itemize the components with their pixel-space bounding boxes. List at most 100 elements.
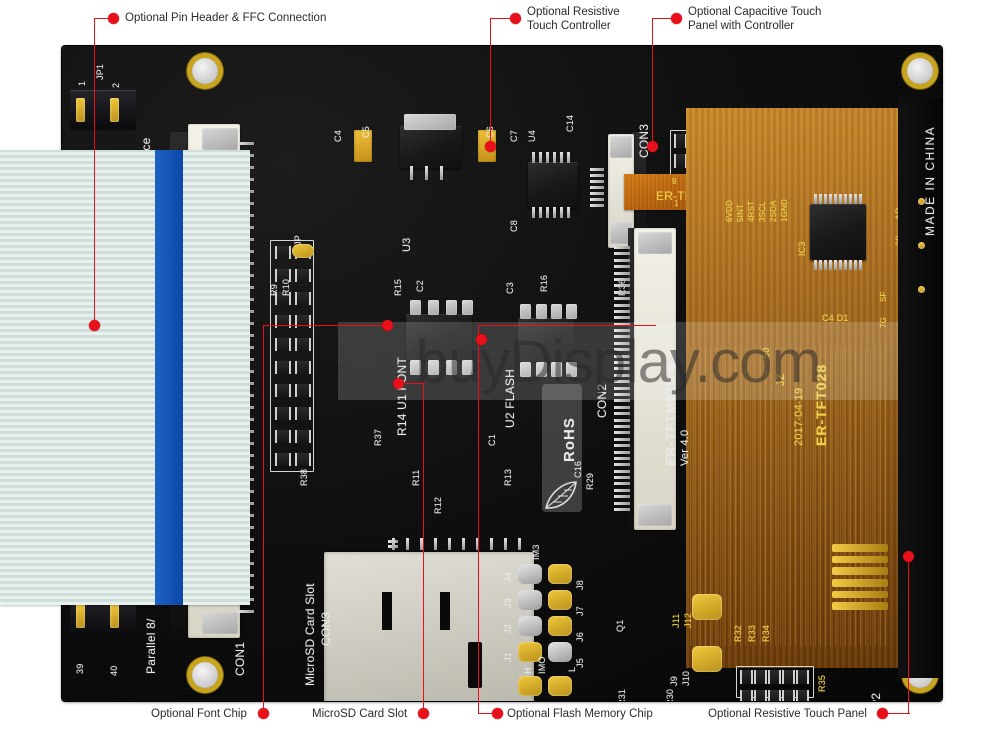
silk-c1: C1 — [487, 434, 497, 446]
u2-pad-5 — [520, 362, 531, 377]
pad-j8[interactable] — [548, 642, 572, 662]
callout-dot-flash-memory-label — [492, 708, 503, 719]
silk-c2: C2 — [415, 280, 425, 292]
silk-r12: R12 — [433, 496, 443, 514]
silk-j5: J5 — [575, 658, 585, 668]
pad-j3[interactable] — [518, 616, 542, 636]
silk-r11: R11 — [411, 469, 421, 486]
callout-label-capacitive-touch-panel-line1: Optional Capacitive Touch — [688, 6, 822, 18]
silk-c8: C8 — [509, 220, 519, 232]
silk-j12: J12 — [683, 612, 693, 628]
silk-c7: C7 — [509, 130, 519, 142]
silk-sf7g: 7G — [879, 316, 888, 328]
callout-label-pin-header-ffc: Optional Pin Header & FFC Connection — [125, 12, 327, 24]
con3-pin-row — [590, 168, 604, 212]
edge-pad-2 — [918, 242, 925, 249]
u1-pad-6 — [428, 360, 439, 375]
callout-dot-font-chip-target — [382, 320, 393, 331]
silk-r10: R10 — [281, 278, 291, 296]
callout-dot-capacitive-touch-panel-label — [671, 13, 682, 24]
callout-line-flash-h2 — [478, 325, 656, 327]
silk-ctp-int: 5INT — [736, 203, 745, 222]
pad-j13[interactable] — [548, 676, 572, 696]
silk-ctp-rst: 4RST — [747, 200, 756, 222]
silk-version: Ver 4.0 — [679, 429, 691, 466]
silk-ctp-index-1: 1 — [674, 199, 679, 208]
con3-latch-bottom — [610, 222, 632, 244]
regulator-u3-ams1117 — [400, 126, 462, 168]
callout-dot-microsd-label — [418, 708, 429, 719]
silk-imo-h: H — [523, 667, 533, 674]
pad-j6[interactable] — [548, 590, 572, 610]
microsd-card-slot[interactable] — [324, 552, 534, 701]
silk-hold: HOLD — [499, 700, 509, 701]
callout-line-ctp-h — [652, 18, 676, 20]
con2-latch-top — [638, 232, 672, 254]
silk-r33: R33 — [747, 624, 757, 642]
silk-ctp-scl: 3SCL — [758, 201, 767, 222]
silk-rohs: RoHS — [561, 417, 578, 462]
silk-j11: J11 — [671, 613, 681, 628]
edge-pad-3 — [918, 286, 925, 293]
silk-j7: J7 — [575, 606, 585, 616]
silk-imo: IMO — [537, 656, 547, 674]
con3-latch-top — [610, 136, 632, 158]
silk-r15: R15 — [393, 278, 403, 296]
silk-pin40: 40 — [109, 665, 119, 676]
silk-part-number: ER-TFTM028-4 — [663, 363, 678, 466]
u2-pad-6 — [536, 362, 547, 377]
callout-line-pin-header-h — [94, 18, 112, 20]
silk-parallel: Parallel 8/ — [144, 618, 158, 674]
callout-line-microsd-h — [397, 383, 425, 385]
silk-im3: IM3 — [531, 544, 541, 560]
callout-dot-pin-header-target — [89, 320, 100, 331]
rohs-leaf-icon — [544, 481, 577, 509]
silk-imo-l: L — [567, 666, 577, 672]
silk-r32: R32 — [733, 624, 743, 642]
pad-j9-j10[interactable] — [692, 646, 722, 672]
silk-r35: R35 — [817, 674, 827, 692]
u2-pad-3 — [551, 304, 562, 319]
con2-lcd-connector[interactable] — [634, 228, 676, 530]
silk-r30: R30 — [665, 688, 675, 701]
silk-ctp-vdd: 6VDD — [725, 199, 734, 222]
silk-j8: J8 — [575, 580, 585, 590]
callout-dot-flash-memory-target — [476, 334, 487, 345]
u1-pad-3 — [446, 300, 457, 315]
cap-c5 — [354, 130, 372, 162]
silk-j2: J2 — [503, 624, 513, 634]
silk-con3-top: CON3 — [637, 123, 651, 158]
callout-label-capacitive-touch-panel-line2: Panel with Controller — [688, 20, 795, 32]
silk-r37: R37 — [373, 428, 383, 446]
mounting-hole-top-left — [192, 58, 218, 84]
callout-line-rtp-h — [886, 713, 910, 715]
silk-c14: C14 — [565, 114, 575, 132]
u2-pad-4 — [566, 304, 577, 319]
pad-j2[interactable] — [518, 590, 542, 610]
callout-line-flash-h — [478, 713, 496, 715]
jp1b-pin39-pad — [76, 604, 85, 628]
mounting-hole-bottom-left — [192, 662, 218, 688]
silk-pn50: 50 — [761, 347, 771, 358]
u1-pad-4 — [462, 300, 473, 315]
u2-pad-7 — [551, 362, 562, 377]
silk-c4: C4 — [333, 130, 343, 142]
pad-j11-j12[interactable] — [692, 594, 722, 620]
silk-q1: Q1 — [615, 619, 625, 632]
silk-r34: R34 — [761, 624, 771, 642]
silk-j10: J10 — [681, 670, 691, 686]
pad-j1[interactable] — [518, 564, 542, 584]
pad-j5[interactable] — [548, 564, 572, 584]
callout-label-resistive-touch-controller-line2: Touch Controller — [527, 20, 611, 32]
silk-u4: U4 — [527, 130, 537, 142]
silk-j3: J3 — [503, 598, 513, 608]
u4-pins-top — [532, 152, 574, 163]
pad-j7[interactable] — [548, 616, 572, 636]
silk-pin39: 39 — [75, 663, 85, 674]
resistor-array-left — [270, 240, 314, 472]
silk-r16: R16 — [539, 274, 549, 292]
silk-ic3-ref: IC3 — [797, 241, 807, 256]
pad-j14[interactable] — [518, 676, 542, 696]
pad-j4[interactable] — [518, 642, 542, 662]
